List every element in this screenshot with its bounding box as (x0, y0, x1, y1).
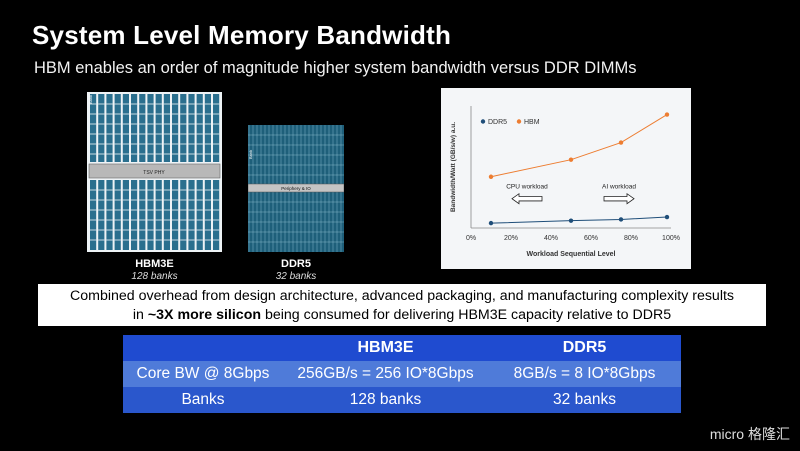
slide-subtitle: HBM enables an order of magnitude higher… (34, 59, 637, 77)
hbm3e-die-diagram: TSV PHY Bank (87, 92, 222, 252)
chart-annotation-label: AI workload (602, 184, 636, 191)
callout-line-2-post: being consumed for delivering HBM3E capa… (261, 307, 672, 323)
ddr5-die-name: DDR5 (281, 258, 311, 270)
chart-legend-marker (480, 119, 486, 124)
chart-x-tick-label: 80% (624, 235, 638, 242)
table-row: Core BW @ 8Gbps 256GB/s = 256 IO*8Gbps 8… (123, 361, 681, 387)
hbm-bank-label: Bank (88, 95, 93, 104)
chart-point-hbm (568, 157, 574, 162)
chart-annotation-arrow (511, 192, 543, 205)
chart-annotation-label: CPU workload (506, 184, 548, 191)
chart-point-hbm (664, 112, 670, 117)
chart-point-hbm (618, 140, 624, 145)
watermark-logo: micro 格隆汇 (709, 426, 790, 442)
ddr5-die-banks: 32 banks (275, 271, 317, 282)
table-cell: 256GB/s = 256 IO*8Gbps (283, 361, 488, 387)
hbm-tsv-phy-label: TSV PHY (143, 170, 165, 176)
chart-series-line-ddr5 (490, 216, 668, 224)
table-cell: 32 banks (488, 387, 681, 413)
ddr-bank-label: Bank (248, 150, 253, 159)
chart-legend-entry: DDR5 (488, 119, 507, 126)
chart-series-line-hbm (490, 114, 668, 178)
slide-title: System Level Memory Bandwidth (32, 20, 452, 50)
table-cell: Banks (123, 387, 283, 413)
table-header-hbm3e: HBM3E (283, 335, 488, 361)
comparison-table: HBM3E DDR5 Core BW @ 8Gbps 256GB/s = 256… (123, 335, 681, 413)
table-header-ddr5: DDR5 (488, 335, 681, 361)
chart-x-axis-label: Workload Sequential Level (527, 251, 616, 258)
table-header-empty (123, 335, 283, 361)
ddr5-die-diagram: Periphery & IO Bank (247, 125, 345, 252)
chart-point-ddr5 (488, 220, 494, 226)
chart-x-tick-label: 60% (584, 235, 598, 242)
hbm3e-die-name: HBM3E (135, 258, 174, 270)
chart-point-ddr5 (568, 218, 574, 223)
table-cell: Core BW @ 8Gbps (123, 361, 283, 387)
table-cell: 8GB/s = 8 IO*8Gbps (488, 361, 681, 387)
chart-y-axis-label: Bandwidth/Watt (GB/s/w) a.u. (450, 122, 457, 212)
chart-point-hbm (488, 174, 494, 179)
callout-line-1: Combined overhead from design architectu… (69, 288, 735, 304)
table-cell: 128 banks (283, 387, 488, 413)
bandwidth-per-watt-chart: 0% 20% 40% 60% 80% 100% Workload Sequential Le… (441, 88, 691, 269)
callout-line-2-pre: in (132, 307, 148, 323)
chart-x-tick-label: 100% (662, 235, 680, 242)
chart-point-ddr5 (664, 214, 670, 220)
callout-line-2: in ~3X more silicon being consumed for d… (38, 306, 766, 325)
chart-x-tick-label: 40% (544, 235, 558, 242)
chart-point-ddr5 (618, 217, 624, 222)
silicon-overhead-callout: Combined overhead from design architectu… (38, 284, 766, 326)
callout-emphasis: ~3X more silicon (147, 307, 262, 323)
chart-x-tick-label: 0% (466, 235, 476, 242)
table-header-row: HBM3E DDR5 (123, 335, 681, 361)
ddr-periphery-label: Periphery & IO (281, 186, 311, 191)
chart-legend-marker (516, 119, 522, 124)
chart-x-tick-label: 20% (504, 235, 518, 242)
hbm3e-die-banks: 128 banks (131, 271, 178, 282)
table-row: Banks 128 banks 32 banks (123, 387, 681, 413)
chart-legend-entry: HBM (524, 119, 540, 126)
chart-svg: 0% 20% 40% 60% 80% 100% Workload Sequential Le… (450, 106, 680, 258)
chart-annotation-arrow (603, 192, 635, 205)
